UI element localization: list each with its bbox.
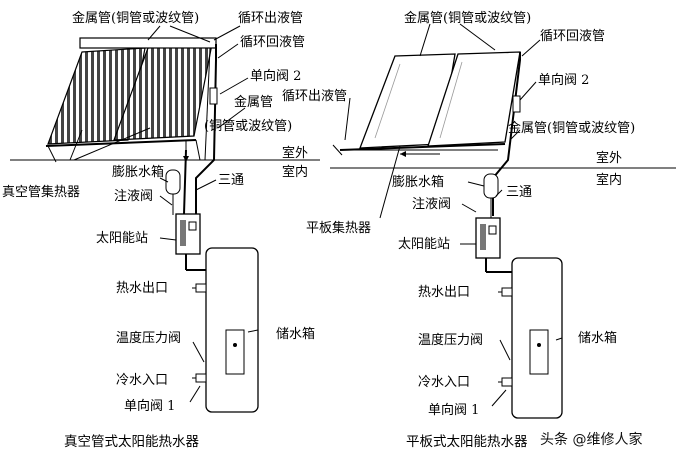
flat-plate-collector	[332, 51, 521, 156]
left-label-storage-tank: 储水箱	[276, 326, 315, 342]
left-label-temp-pressure-valve: 温度压力阀	[116, 330, 181, 346]
left-label-hot-outlet: 热水出口	[116, 281, 168, 296]
right-caption: 平板式太阳能热水器	[406, 434, 528, 450]
right-solar-station	[475, 217, 501, 259]
left-label-cold-inlet: 冷水入口	[116, 373, 168, 388]
left-label-expansion-tank: 膨胀水箱	[112, 164, 164, 180]
right-label-circ-out: 循环出液管	[282, 89, 347, 104]
right-label-check-valve-2: 单向阀 2	[538, 72, 589, 88]
right-check-valve-2	[512, 95, 521, 113]
right-label-tee: 三通	[506, 185, 532, 200]
left-check-valve-2	[209, 87, 218, 105]
left-label-indoor: 室内	[282, 164, 308, 180]
left-label-fill-valve: 注液阀	[114, 189, 153, 204]
right-label-metal-pipe-top: 金属管(铜管或波纹管)	[404, 10, 531, 26]
left-label-metal-pipe-mid-1: 金属管	[234, 94, 273, 110]
left-label-metal-pipe-top: 金属管(铜管或波纹管)	[72, 10, 199, 26]
left-label-circ-out: 循环出液管	[238, 11, 303, 26]
left-label-tee: 三通	[218, 173, 244, 188]
right-label-storage-tank: 储水箱	[578, 330, 617, 346]
left-label-check-valve-2: 单向阀 2	[250, 68, 301, 84]
right-label-fill-valve: 注液阀	[412, 197, 451, 212]
right-label-indoor: 室内	[596, 172, 622, 188]
left-label-solar-station: 太阳能站	[96, 231, 148, 246]
left-label-circ-return: 循环回液管	[240, 35, 305, 50]
left-label-outdoor: 室外	[282, 145, 308, 161]
left-caption: 真空管式太阳能热水器	[64, 434, 199, 450]
right-label-check-valve-1: 单向阀 1	[428, 402, 479, 418]
watermark: 头条 @维修人家	[540, 431, 642, 448]
right-label-metal-pipe-mid: 金属管(铜管或波纹管)	[508, 120, 635, 136]
right-label-hot-outlet: 热水出口	[418, 285, 470, 300]
right-label-circ-return: 循环回液管	[540, 29, 605, 44]
right-system	[330, 51, 676, 419]
left-label-check-valve-1: 单向阀 1	[124, 398, 175, 414]
left-label-collector: 真空管集热器	[2, 184, 80, 200]
right-label-cold-inlet: 冷水入口	[418, 375, 470, 390]
left-solar-station	[175, 213, 201, 255]
leader-lines	[69, 23, 563, 407]
right-label-outdoor: 室外	[596, 150, 622, 166]
right-expansion-tank	[483, 173, 499, 199]
right-label-expansion-tank: 膨胀水箱	[392, 174, 444, 190]
left-system	[10, 37, 320, 413]
right-label-temp-pressure-valve: 温度压力阀	[418, 332, 483, 348]
left-label-metal-pipe-mid-2: (铜管或波纹管)	[204, 119, 292, 134]
vacuum-tube-collector	[45, 37, 217, 163]
right-label-solar-station: 太阳能站	[398, 237, 450, 252]
left-expansion-tank	[165, 169, 181, 195]
right-label-flat-collector: 平板集热器	[306, 220, 371, 236]
